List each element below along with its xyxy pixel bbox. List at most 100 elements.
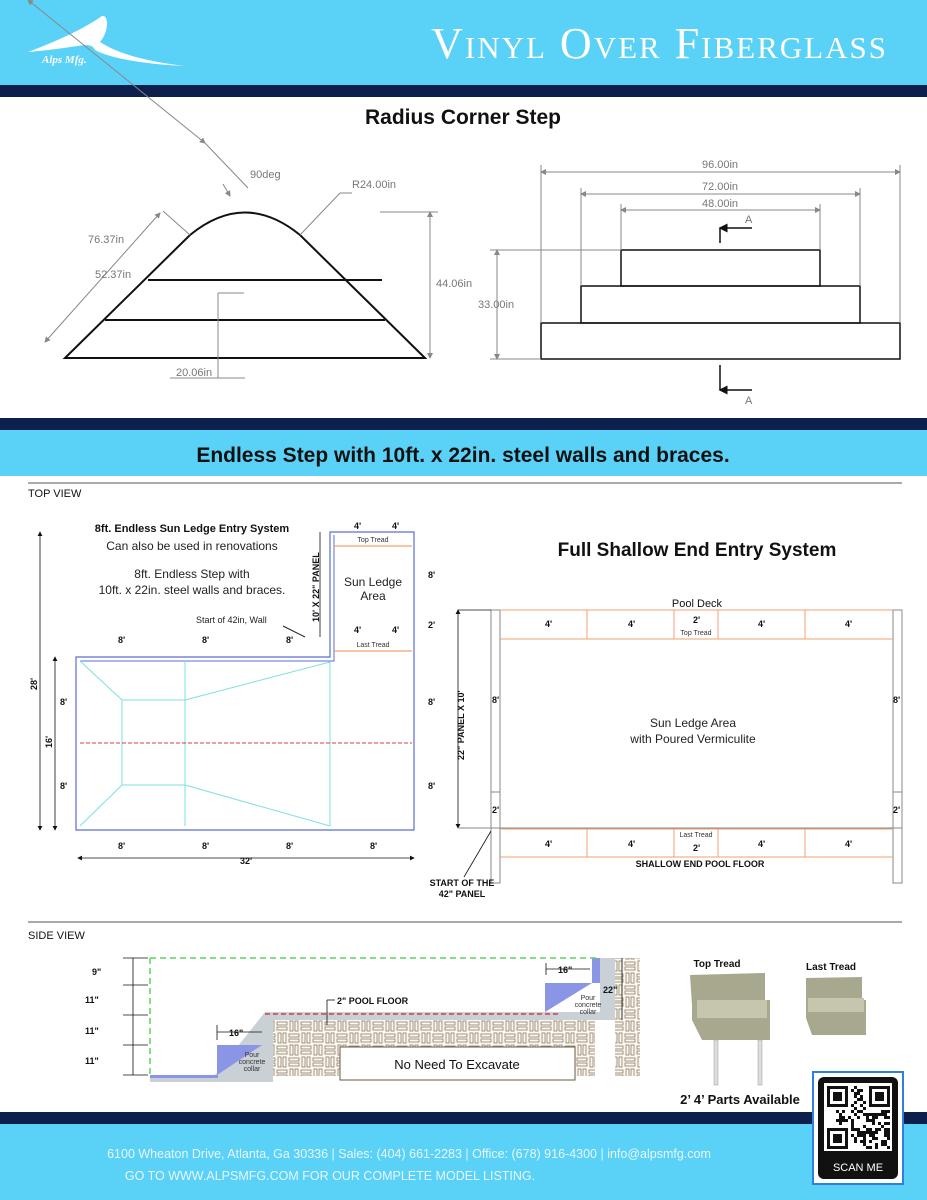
- dim-8ft: 8': [370, 841, 377, 851]
- qr-module: [839, 1122, 842, 1125]
- dim-16in: 16": [229, 1028, 243, 1038]
- qr-module: [854, 1107, 857, 1110]
- qr-module: [875, 1113, 878, 1116]
- dim-76-37: 76.37in: [88, 234, 124, 246]
- qr-module: [881, 1140, 884, 1143]
- qr-module: [887, 1116, 890, 1119]
- dim-8ft: 8': [893, 695, 900, 705]
- qr-module: [860, 1131, 863, 1134]
- qr-module: [851, 1125, 854, 1128]
- header: Alps Mfg. Vinyl Over Fiberglass: [0, 0, 927, 97]
- dim-16in: 16": [558, 965, 572, 975]
- qr-module: [833, 1092, 842, 1101]
- qr-module: [881, 1125, 884, 1128]
- qr-code[interactable]: SCAN ME: [812, 1071, 904, 1185]
- right-last-tread: Last Tread: [679, 832, 712, 839]
- dim-22in: 22": [603, 985, 617, 995]
- dim-4ft: 4': [354, 521, 361, 531]
- qr-module: [857, 1134, 860, 1137]
- qr-module: [887, 1146, 890, 1149]
- start-panel-2: 42" PANEL: [439, 889, 486, 899]
- section-a-markers: [718, 223, 752, 395]
- qr-module: [875, 1143, 878, 1146]
- start-panel-1: START OF THE: [430, 878, 495, 888]
- dim-90deg: 90deg: [250, 169, 281, 181]
- qr-module: [863, 1107, 866, 1110]
- shallow-end-title: Full Shallow End Entry System: [558, 540, 837, 561]
- dim-radius: R24.00in: [352, 179, 396, 191]
- qr-module: [872, 1113, 875, 1116]
- qr-module: [842, 1119, 845, 1122]
- radius-dimensions: [27, 0, 438, 379]
- qr-module: [869, 1119, 872, 1122]
- website-line: GO TO WWW.ALPSMFG.COM FOR OUR COMPLETE M…: [125, 1169, 535, 1183]
- qr-module: [884, 1116, 887, 1119]
- qr-module: [833, 1134, 842, 1143]
- section-a-top: A: [745, 214, 753, 226]
- qr-module: [857, 1128, 860, 1131]
- qr-module: [869, 1140, 872, 1143]
- side-view-drawing: [123, 957, 640, 1082]
- qr-module: [878, 1128, 881, 1131]
- collar-label: concrete: [575, 1002, 602, 1009]
- qr-module: [878, 1113, 881, 1116]
- dim-8ft: 8': [428, 570, 435, 580]
- qr-module: [860, 1140, 863, 1143]
- qr-module: [887, 1128, 890, 1131]
- qr-module: [875, 1137, 878, 1140]
- radius-title: Radius Corner Step: [365, 106, 561, 129]
- collar-label: collar: [244, 1066, 261, 1073]
- dim-2ft: 2': [893, 805, 900, 815]
- qr-module: [881, 1143, 884, 1146]
- section-band: [0, 418, 927, 430]
- dim-8ft: 8': [428, 697, 435, 707]
- qr-module: [854, 1095, 857, 1098]
- qr-module: [842, 1116, 845, 1119]
- qr-module: [866, 1113, 869, 1116]
- dim-8ft: 8': [202, 635, 209, 645]
- pool-deck-label: Pool Deck: [672, 598, 723, 610]
- sun-ledge-label: Sun Ledge: [344, 575, 402, 589]
- dim-28ft: 28': [29, 678, 39, 690]
- qr-module: [851, 1110, 854, 1113]
- shallow-end-plan: [455, 609, 903, 884]
- qr-module: [863, 1125, 866, 1128]
- qr-module: [857, 1116, 860, 1119]
- qr-module: [884, 1122, 887, 1125]
- page-title: Vinyl Over Fiberglass: [431, 19, 888, 68]
- dim-52-37: 52.37in: [95, 269, 131, 281]
- qr-module: [860, 1095, 863, 1098]
- dim-32ft: 32': [240, 856, 252, 866]
- side-view-labels: 9" 11" 11" 11" 16" 16" 22" 2" POOL FLOOR…: [85, 965, 617, 1073]
- scan-me-label: SCAN ME: [833, 1162, 883, 1174]
- top-tread-product: Top Tread: [690, 959, 770, 1086]
- top-view-pool-outline: [37, 531, 415, 861]
- qr-module: [866, 1119, 869, 1122]
- qr-module: [863, 1101, 866, 1104]
- dim-33: 33.00in: [478, 299, 514, 311]
- qr-module: [869, 1134, 872, 1137]
- dim-8ft: 8': [60, 697, 67, 707]
- dim-16ft: 16': [44, 736, 54, 748]
- qr-module: [854, 1113, 857, 1116]
- dim-11in: 11": [85, 1026, 99, 1036]
- qr-module: [839, 1119, 842, 1122]
- section-a-bottom: A: [745, 395, 753, 407]
- top-view-label: TOP VIEW: [28, 488, 82, 500]
- dim-2ft: 2': [492, 805, 499, 815]
- qr-module: [836, 1110, 839, 1113]
- qr-module: [875, 1092, 884, 1101]
- qr-module: [884, 1131, 887, 1134]
- qr-module: [875, 1128, 878, 1131]
- dim-4ft: 4': [545, 619, 552, 629]
- qr-module: [872, 1122, 875, 1125]
- qr-module: [851, 1089, 854, 1092]
- qr-module: [863, 1137, 866, 1140]
- top-tread-label: Top Tread: [693, 959, 740, 970]
- side-view-label: SIDE VIEW: [28, 930, 85, 942]
- qr-module: [863, 1140, 866, 1143]
- qr-module: [881, 1110, 884, 1113]
- right-top-tread: Top Tread: [680, 630, 711, 637]
- right-panel-label: 22" PANEL X 10': [456, 690, 466, 760]
- qr-module: [857, 1110, 860, 1113]
